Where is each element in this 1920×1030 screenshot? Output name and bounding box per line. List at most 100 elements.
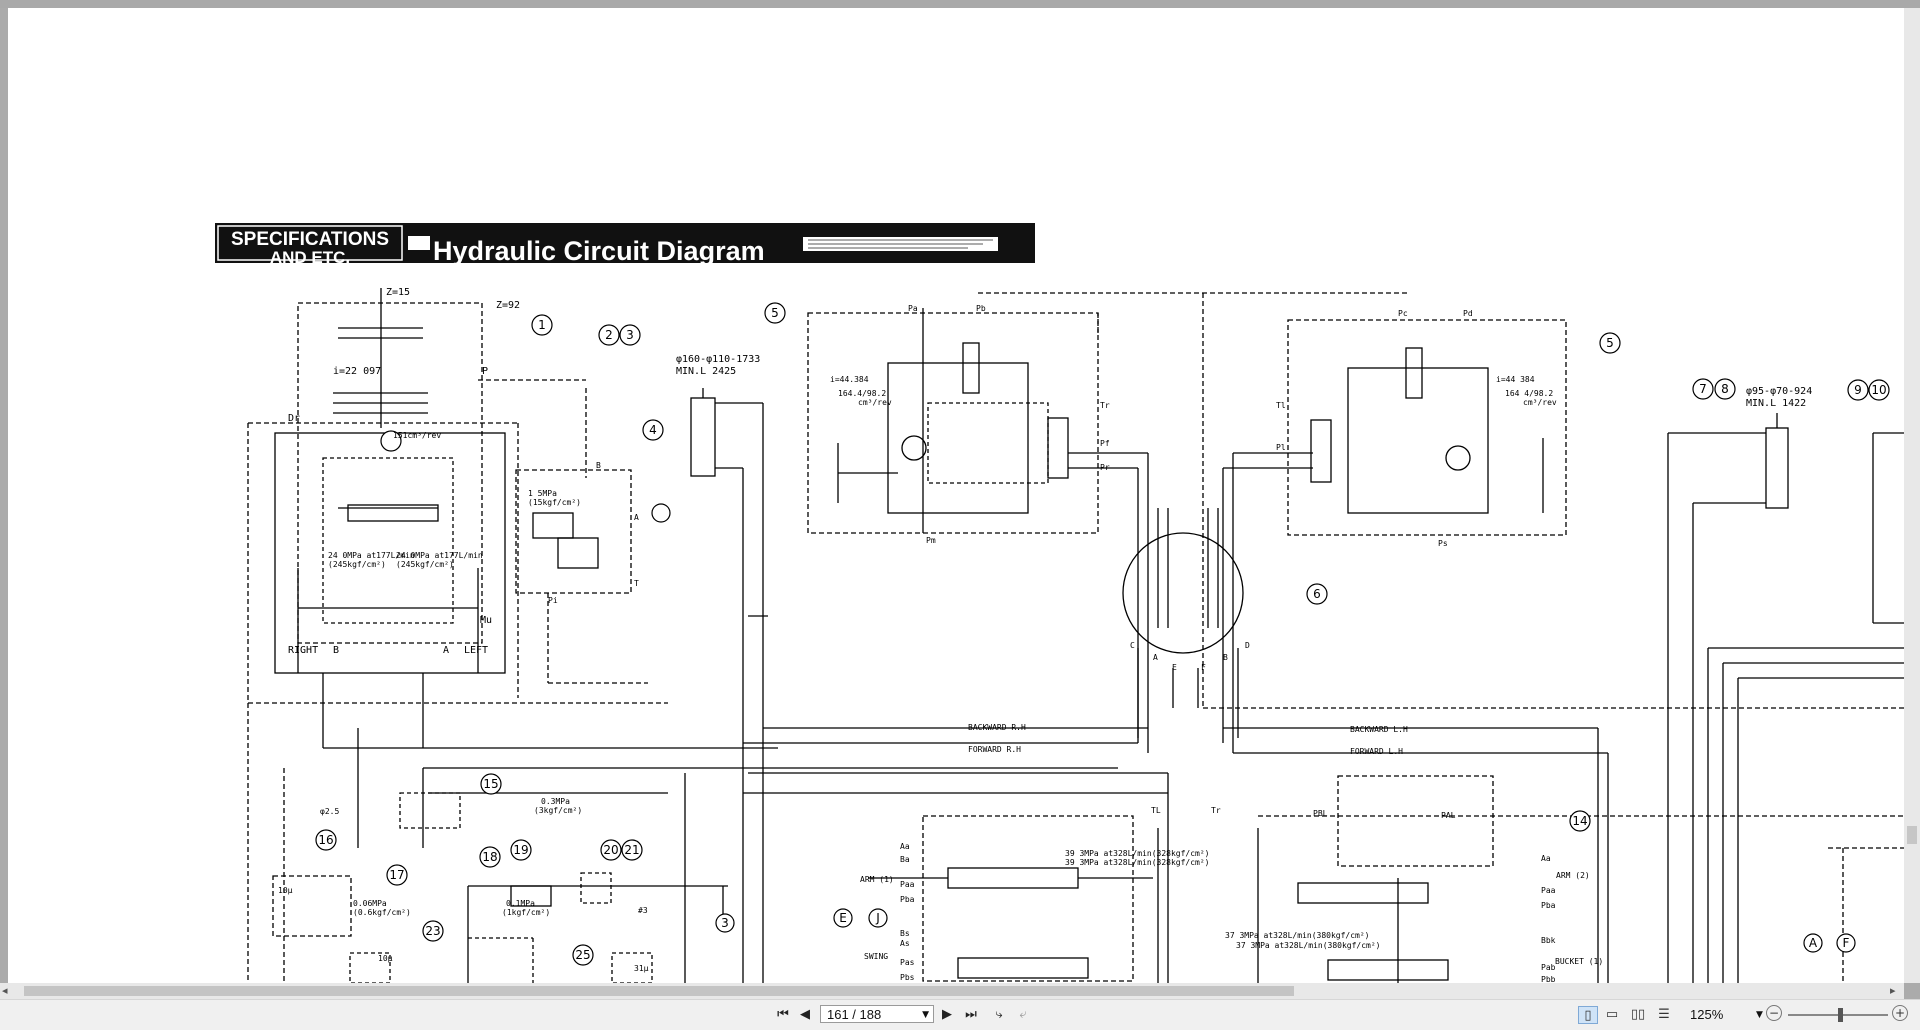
- status-bar: ⏮ ◀ 161 / 188 ▼ ▶ ⏭ ⤷ ⤶ ▯ ▭ ▯▯ ☰ 125% ▼ …: [0, 999, 1920, 1030]
- label-pbl: PBL: [1313, 809, 1328, 818]
- callout-18: 18: [482, 850, 497, 864]
- label-p01b: (1kgf/cm²): [502, 908, 550, 917]
- circuit-lines: [247, 288, 1904, 983]
- horizontal-scrollbar[interactable]: ◂ ▸: [0, 983, 1904, 999]
- scroll-left-icon[interactable]: ◂: [2, 984, 8, 997]
- label-mu: Mu: [480, 615, 492, 626]
- label-m1-ratio: i=44.384: [830, 375, 869, 384]
- callout-23: 23: [425, 924, 440, 938]
- callout-16: 16: [318, 833, 333, 847]
- label-p-port: P: [482, 366, 488, 377]
- label-backward-lh: BACKWARD L.H: [1350, 725, 1408, 734]
- horizontal-scroll-thumb[interactable]: [24, 986, 1294, 996]
- two-page-continuous-icon[interactable]: ☰: [1658, 1007, 1670, 1022]
- label-pf: Pf: [1100, 439, 1110, 448]
- callout-8: 8: [1721, 382, 1729, 396]
- two-page-view-icon[interactable]: ▯▯: [1630, 1007, 1646, 1022]
- label-p03b: (3kgf/cm²): [534, 806, 582, 815]
- callout-5b: 5: [1606, 336, 1614, 350]
- label-bbk: Bbk: [1541, 936, 1556, 945]
- label-bucket1: BUCKET (1): [1555, 957, 1603, 966]
- rotate-alt-icon[interactable]: ⤶: [1019, 1007, 1027, 1022]
- label-ctrl-relief2: 39 3MPa at328L/min(328kgf/cm²): [1065, 858, 1210, 867]
- label-sw-f: F: [1201, 663, 1206, 672]
- label-pc: Pc: [1398, 309, 1408, 318]
- label-pab: Pab: [1541, 963, 1556, 972]
- top-border: [0, 0, 1920, 8]
- label-tl: Tl: [1276, 401, 1286, 410]
- label-z15: Z=15: [386, 287, 410, 298]
- label-cyl2-b: MIN.L 1422: [1746, 398, 1806, 409]
- label-v4-pi: Pi: [548, 596, 558, 605]
- chevron-down-icon[interactable]: ▼: [922, 1010, 929, 1020]
- label-pa: Pa: [908, 304, 918, 313]
- label-pba2: Pba: [1541, 901, 1556, 910]
- label-relief-right: 24 0MPa at177L/min: [396, 551, 483, 560]
- marker-e: E: [839, 911, 847, 925]
- label-v4-t: T: [634, 579, 639, 588]
- label-p03: 0.3MPa: [541, 797, 570, 806]
- label-v4-p2: (15kgf/cm²): [528, 498, 581, 507]
- label-phi25: φ2.5: [320, 807, 339, 816]
- zoom-chevron-down-icon[interactable]: ▼: [1756, 1010, 1763, 1020]
- vertical-scrollbar[interactable]: [1904, 8, 1920, 983]
- zoom-in-button[interactable]: +: [1892, 1005, 1908, 1021]
- callout-20: 20: [603, 843, 618, 857]
- rotate-icon[interactable]: ⤷: [995, 1007, 1003, 1022]
- single-page-view-icon[interactable]: ▯: [1578, 1006, 1598, 1024]
- scroll-right-icon[interactable]: ▸: [1890, 984, 1896, 997]
- continuous-view-icon[interactable]: ▭: [1605, 1007, 1619, 1022]
- label-sw-e: E: [1172, 663, 1177, 672]
- label-a: A: [443, 645, 449, 656]
- page-number-field[interactable]: 161 / 188 ▼: [820, 1005, 934, 1023]
- callout-3: 3: [626, 328, 634, 342]
- document-page: SPECIFICATIONS AND ETC. Hydraulic Circui…: [8, 8, 1904, 983]
- label-f10: 10μ: [278, 886, 293, 895]
- label-arm2: ARM (2): [1556, 871, 1590, 880]
- label-tr: Tr: [1100, 401, 1110, 410]
- label-sw-c: C: [1130, 641, 1135, 650]
- label-ratio-left: i=22 097: [333, 366, 381, 377]
- label-f10b: 10μ: [378, 954, 393, 963]
- label-paa2: Paa: [1541, 886, 1556, 895]
- next-page-icon[interactable]: ▶: [942, 1007, 952, 1022]
- hydraulic-diagram: SPECIFICATIONS AND ETC. Hydraulic Circui…: [215, 223, 1904, 983]
- zoom-out-button[interactable]: −: [1766, 1005, 1782, 1021]
- last-page-icon[interactable]: ⏭: [965, 1007, 977, 1022]
- label-v4-a: A: [634, 513, 639, 522]
- zoom-field[interactable]: 125% ▼: [1690, 1006, 1763, 1024]
- label-relief-left-b: (245kgf/cm²): [328, 560, 386, 569]
- label-m2-unit: cm³/rev: [1523, 398, 1557, 407]
- callout-circles: [315, 302, 1890, 966]
- vertical-scroll-thumb[interactable]: [1907, 826, 1917, 844]
- label-aa2: Aa: [1541, 854, 1551, 863]
- label-f31: 31μ: [634, 964, 649, 973]
- header-tag-line2: AND ETC.: [270, 248, 350, 267]
- label-forward-lh: FORWARD L.H: [1350, 747, 1403, 756]
- zoom-slider[interactable]: [1788, 1008, 1888, 1022]
- label-relief-left: 24 0MPa at177L/min: [328, 551, 415, 560]
- label-pal: PAL: [1441, 811, 1456, 820]
- label-cyl1-a: φ160-φ110-1733: [676, 354, 760, 365]
- label-pba: Pba: [900, 895, 915, 904]
- label-tr2: Tr: [1211, 806, 1221, 815]
- first-page-icon[interactable]: ⏮: [777, 1007, 789, 1022]
- label-ctrl-relief3: 37 3MPa at328L/min(380kgf/cm²): [1225, 931, 1370, 940]
- callout-19: 19: [513, 843, 528, 857]
- label-backward-rh: BACKWARD R.H: [968, 723, 1026, 732]
- callout-4: 4: [649, 423, 657, 437]
- label-aa: Aa: [900, 842, 910, 851]
- label-dr: Dr: [288, 413, 300, 424]
- zoom-slider-handle[interactable]: [1838, 1008, 1843, 1022]
- label-cc-rev: 151cm³/rev: [393, 431, 441, 440]
- marker-3: 3: [721, 916, 729, 930]
- label-cyl1-b: MIN.L 2425: [676, 366, 736, 377]
- callout-21: 21: [624, 843, 639, 857]
- label-ctrl-relief: 39 3MPa at328L/min(328kgf/cm²): [1065, 849, 1210, 858]
- callout-2: 2: [605, 328, 613, 342]
- label-m2-ratio: i=44 384: [1496, 375, 1535, 384]
- marker-a: A: [1809, 936, 1818, 950]
- prev-page-icon[interactable]: ◀: [800, 1007, 810, 1022]
- callout-1: 1: [538, 318, 546, 332]
